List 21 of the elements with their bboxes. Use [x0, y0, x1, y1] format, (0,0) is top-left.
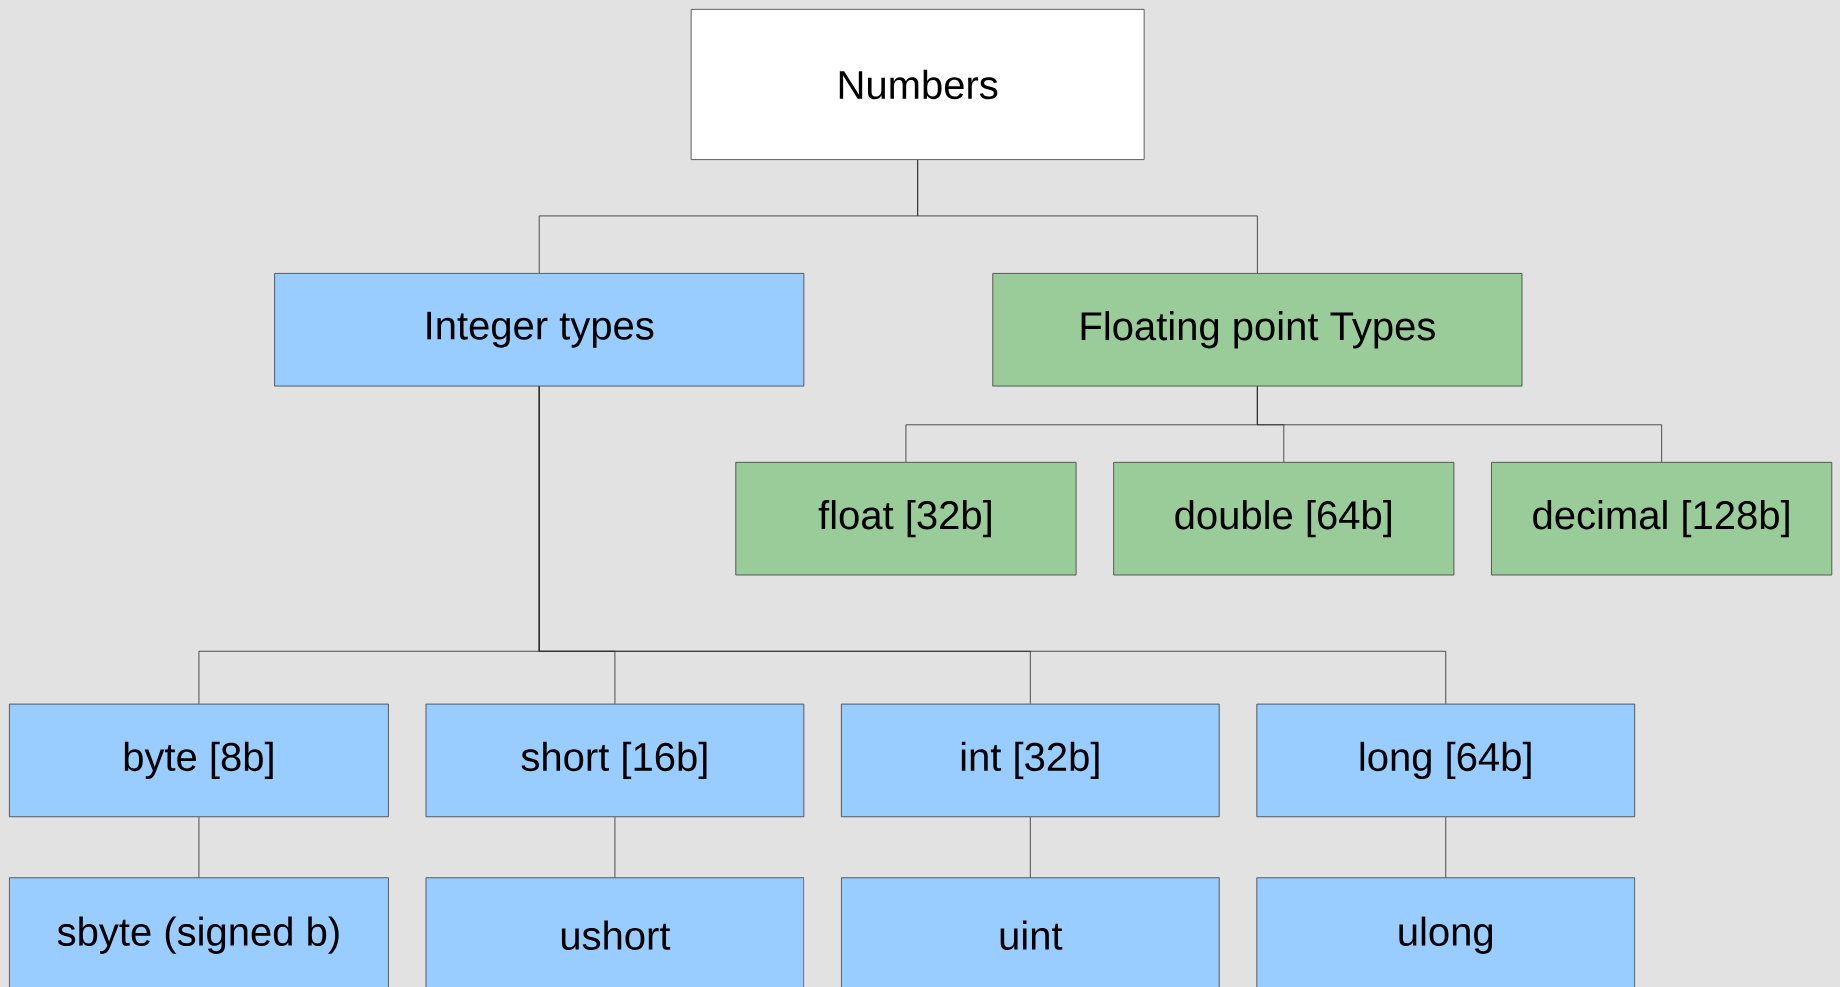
connector-line [614, 816, 616, 878]
connector-line [198, 816, 200, 878]
type-box: uint [841, 877, 1220, 987]
type-box: decimal [128b] [1491, 461, 1833, 576]
type-box: double [64b] [1113, 461, 1455, 576]
connector-line [917, 159, 1258, 274]
type-box: ushort [425, 877, 805, 987]
category-box: Integer types [274, 273, 805, 387]
root-box: Numbers [690, 9, 1145, 160]
connector-line [1029, 816, 1031, 878]
category-box: Floating point Types [992, 273, 1523, 387]
type-box: sbyte (signed b) [9, 877, 389, 987]
type-box: float [32b] [735, 461, 1077, 576]
connector-line [1257, 386, 1663, 463]
type-box: int [32b] [841, 703, 1220, 818]
type-box: ulong [1256, 877, 1636, 987]
type-box: byte [8b] [9, 703, 389, 818]
type-box: short [16b] [425, 703, 805, 818]
type-box: long [64b] [1256, 703, 1636, 818]
connector-line [1445, 816, 1447, 878]
connector-line [538, 386, 1447, 705]
